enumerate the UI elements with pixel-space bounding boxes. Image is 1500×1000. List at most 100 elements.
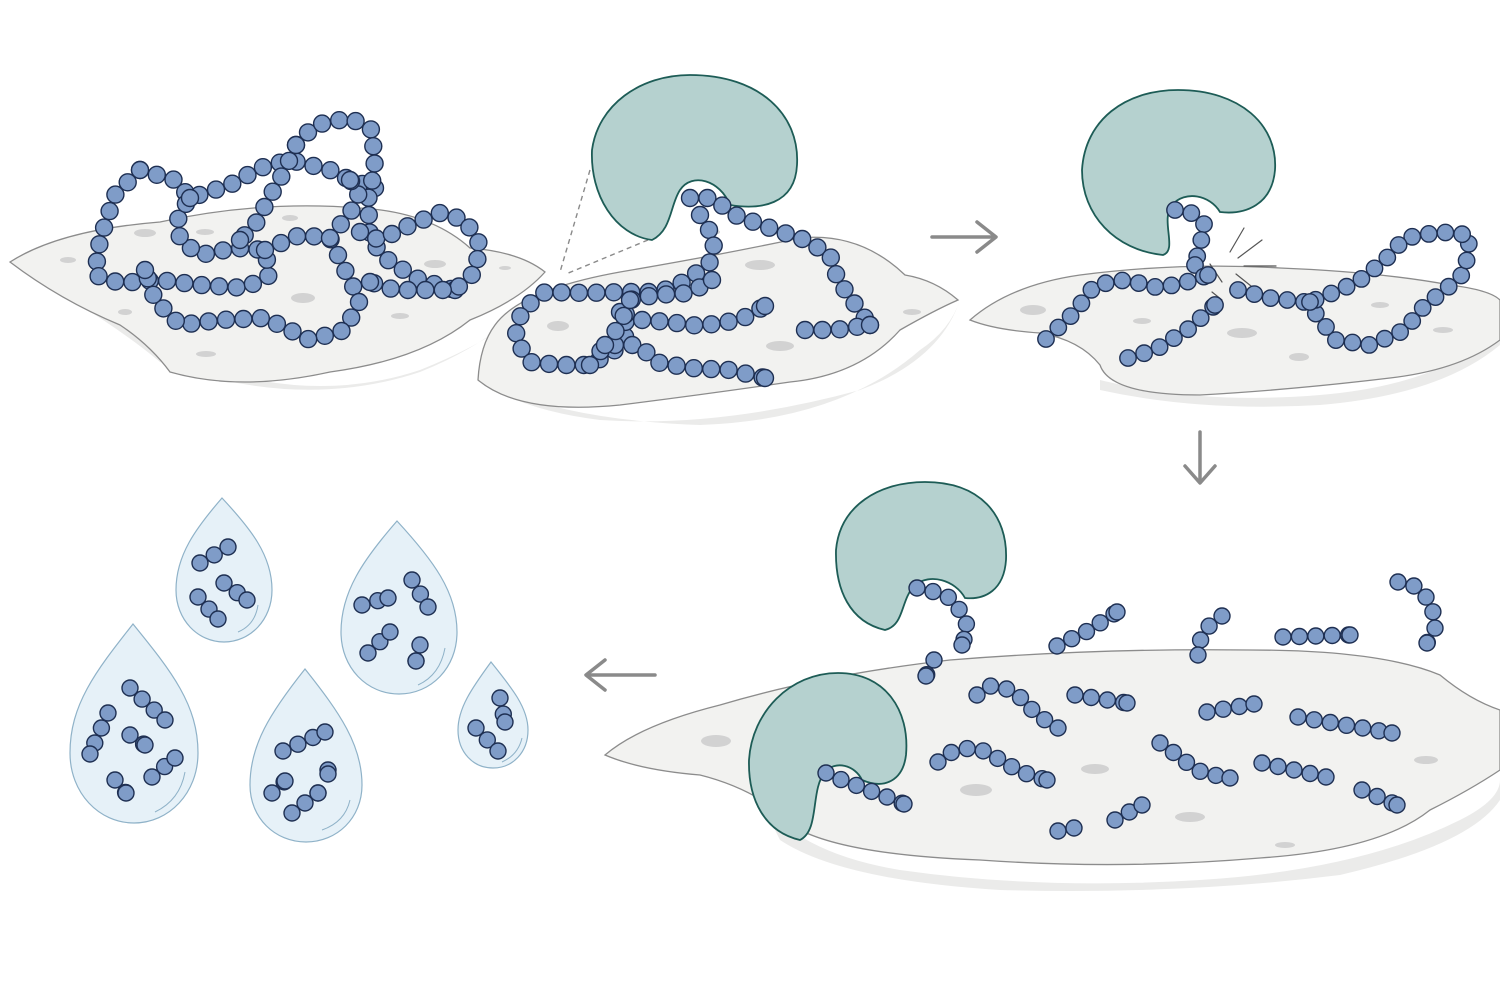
monomer-bead (862, 782, 881, 801)
monomer-bead (1289, 708, 1307, 726)
monomer-bead (736, 364, 755, 383)
monomer-bead (209, 610, 227, 628)
monomer-bead (569, 283, 589, 302)
polymer-chain-1 (87, 110, 488, 349)
monomer-bead (1077, 622, 1096, 641)
monomer-bead (1230, 697, 1249, 716)
monomer-bead (719, 312, 738, 331)
monomer-bead (1305, 711, 1323, 729)
monomer-bead (1413, 298, 1432, 317)
monomer-bead (157, 271, 177, 291)
monomer-bead (1192, 231, 1211, 249)
monomer-bead (1049, 719, 1067, 737)
monomer-bead (467, 719, 485, 737)
monomer-bead (719, 360, 738, 380)
monomer-bead (259, 266, 278, 286)
monomer-bead (557, 355, 576, 375)
monomer-bead (117, 784, 135, 802)
monomer-bead (808, 238, 827, 257)
monomer-bead (776, 224, 795, 243)
monomer-bead (1011, 688, 1030, 707)
monomer-bead (330, 110, 349, 130)
monomer-bead (1253, 754, 1271, 772)
monomer-bead (1229, 281, 1247, 299)
monomer-bead (121, 679, 139, 697)
monomer-bead (939, 588, 957, 606)
monomer-bead (755, 296, 775, 316)
monomer-bead (1023, 700, 1041, 719)
monomer-bead (219, 538, 237, 556)
monomer-bead (92, 719, 111, 737)
monomer-bead (633, 310, 652, 330)
monomer-bead (606, 321, 625, 341)
monomer-bead (595, 335, 615, 355)
monomer-bead (271, 233, 291, 253)
monomer-bead (336, 261, 355, 281)
monomer-bead (1301, 293, 1319, 311)
monomer-bead (755, 368, 775, 388)
monomer-bead (1453, 225, 1472, 244)
monomer-bead (223, 174, 242, 193)
monomer-bead (156, 711, 174, 729)
monomer-bead (365, 154, 384, 173)
enzyme-icon (1081, 89, 1276, 256)
monomer-bead (1199, 266, 1217, 284)
monomer-bead (700, 253, 719, 272)
stage-4-fragmented-polymer (603, 481, 1500, 891)
monomer-bead (1017, 765, 1036, 783)
monomer-bead (511, 307, 530, 326)
enzyme-icon (591, 74, 798, 241)
monomer-bead (349, 292, 369, 312)
monomer-bead (304, 227, 324, 246)
monomer-bead (191, 554, 209, 572)
monomer-bead (121, 726, 139, 744)
monomer-bead (272, 167, 291, 186)
monomer-bead (1337, 277, 1356, 296)
monomer-bead (1162, 276, 1181, 295)
monomer-bead (267, 314, 287, 333)
monomer-bead (1082, 688, 1100, 707)
monomer-bead (727, 206, 746, 225)
monomer-bead (667, 313, 687, 333)
monomer-bead (1301, 764, 1319, 783)
monomer-bead (512, 339, 531, 358)
monomer-bead (860, 315, 880, 335)
monomer-bead (656, 285, 676, 304)
monomer-bead (398, 217, 417, 236)
monomer-bead (604, 283, 623, 302)
monomer-bead (1146, 277, 1165, 296)
monomer-bead (821, 248, 840, 267)
monomer-bead (1135, 344, 1154, 363)
monomer-bead (1274, 628, 1292, 646)
monomer-bead (997, 680, 1016, 698)
monomer-bead (847, 776, 866, 795)
monomer-bead (1191, 631, 1210, 649)
monomer-bead (447, 208, 466, 227)
monomer-bead (359, 205, 378, 225)
monomer-bead (309, 784, 327, 802)
monomer-bead (1189, 646, 1207, 664)
monomer-bead (1178, 272, 1197, 291)
droplet-fragments (81, 538, 514, 822)
monomer-bead (1261, 289, 1280, 307)
monomer-bead (736, 307, 755, 327)
monomer-bead (1375, 329, 1394, 348)
monomer-bead (462, 265, 481, 285)
monomer-bead (623, 335, 642, 355)
monomer-bead (1307, 627, 1325, 645)
monomer-bead (1191, 309, 1210, 327)
monomer-bead (1322, 284, 1341, 303)
monomer-bead (350, 222, 370, 242)
monomer-bead (793, 229, 812, 249)
monomer-bead (1113, 271, 1132, 290)
monomer-bead (364, 136, 383, 156)
monomer-bead (353, 596, 371, 614)
monomer-bead (253, 157, 273, 177)
monomer-bead (680, 188, 700, 208)
monomer-bead (1003, 758, 1021, 776)
monomer-bead (1353, 719, 1372, 737)
monomer-bead (1198, 703, 1216, 721)
monomer-bead (340, 170, 360, 190)
monomer-bead (189, 588, 207, 606)
monomer-bead (1061, 307, 1080, 325)
